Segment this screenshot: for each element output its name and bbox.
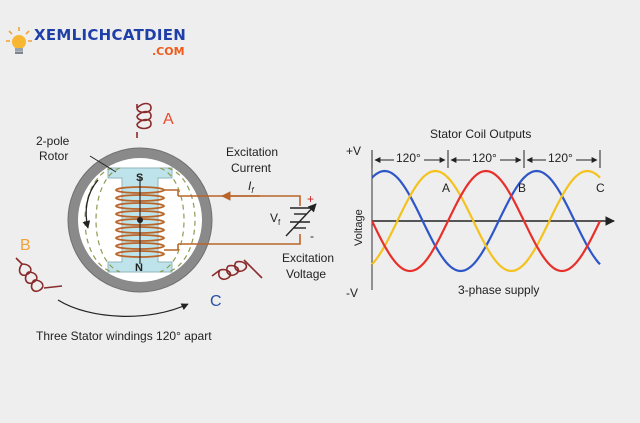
- machine-caption: Three Stator windings 120° apart: [36, 329, 212, 343]
- brand-name[interactable]: XEMLICHCATDIEN: [34, 26, 187, 44]
- lightbulb-icon: [6, 27, 32, 54]
- caption-arc-arrow: [57, 299, 189, 317]
- stator-winding-a: [136, 102, 152, 138]
- y-axis-label: Voltage: [353, 209, 365, 246]
- minus-sign: -: [310, 229, 314, 243]
- rotor-pointer: [89, 155, 117, 173]
- phase-spacing-markers: [371, 150, 601, 168]
- waveform-caption: 3-phase supply: [458, 283, 539, 297]
- excitation-voltage-line1: Excitation: [282, 251, 334, 265]
- pole-north-label: N: [135, 262, 143, 274]
- rotor-label-line2: Rotor: [39, 149, 68, 163]
- winding-a-label: A: [163, 111, 174, 128]
- pole-south-label: S: [136, 172, 143, 184]
- winding-c-label: C: [210, 293, 222, 310]
- plus-sign: +: [307, 192, 314, 206]
- phase-a-curve: [371, 169, 601, 273]
- phase-b-label: B: [518, 181, 526, 195]
- stator-winding-b: [15, 257, 63, 293]
- current-symbol: If: [248, 179, 254, 195]
- phase-b-curve: [371, 169, 601, 273]
- y-top-label: +V: [346, 144, 361, 158]
- rotation-arrow: [82, 179, 99, 229]
- voltage-symbol: Vf: [270, 211, 281, 227]
- excitation-current-line2: Current: [231, 161, 272, 175]
- stator-winding-c: [211, 259, 263, 281]
- phase-spacing-2: 120°: [472, 151, 497, 165]
- winding-b-label: B: [20, 237, 31, 254]
- waveform-title: Stator Coil Outputs: [430, 127, 531, 141]
- phase-c-label: C: [596, 181, 605, 195]
- rotor-shaft: [137, 217, 143, 223]
- battery-symbol: [285, 203, 317, 237]
- y-bottom-label: -V: [346, 286, 358, 300]
- rotor-label-line1: 2-pole: [36, 134, 70, 148]
- phase-spacing-3: 120°: [548, 151, 573, 165]
- brand-domain[interactable]: .COM: [152, 45, 185, 58]
- excitation-voltage-line2: Voltage: [286, 267, 326, 281]
- phase-a-label: A: [442, 181, 450, 195]
- excitation-circuit: [164, 189, 301, 251]
- phase-spacing-1: 120°: [396, 151, 421, 165]
- excitation-current-line1: Excitation: [226, 145, 278, 159]
- flux-lines: [84, 167, 196, 273]
